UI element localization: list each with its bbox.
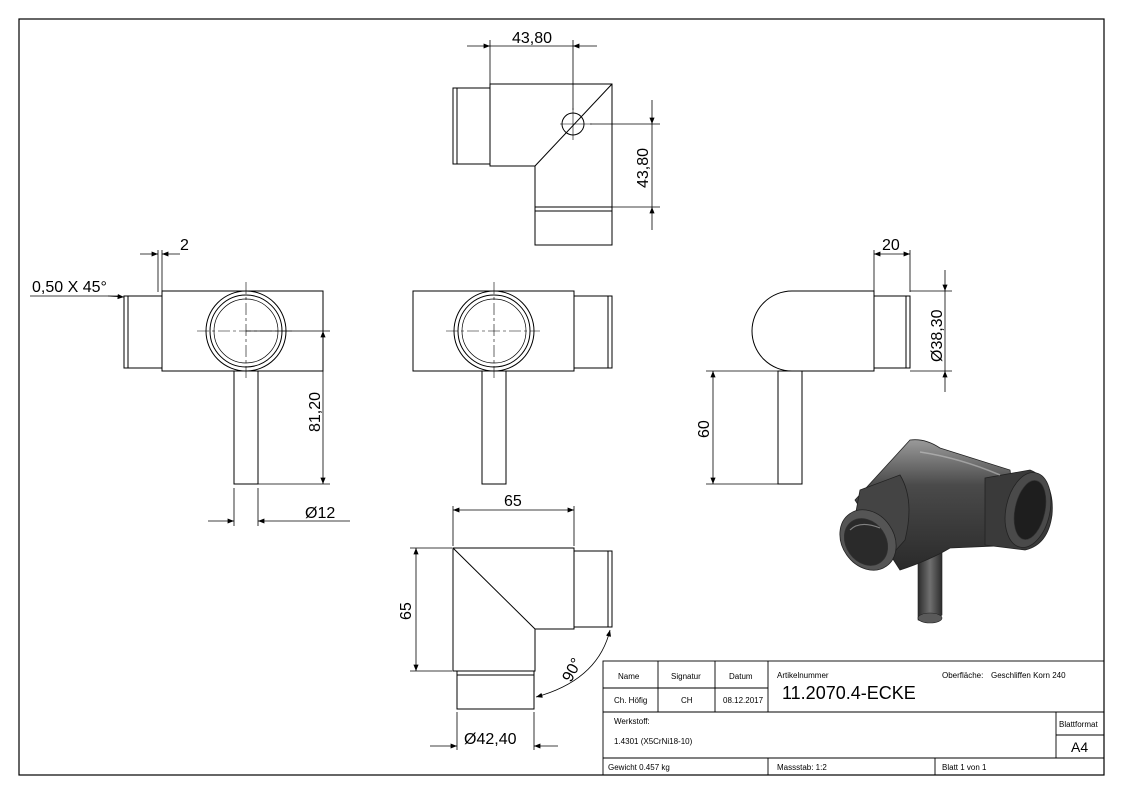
top-view bbox=[452, 83, 613, 246]
material-label: Werkstoff: bbox=[614, 717, 650, 726]
surface-label: Oberfläche: bbox=[942, 671, 983, 680]
material-value: 1.4301 (X5CrNi18-10) bbox=[614, 737, 693, 746]
top-view-dims bbox=[467, 40, 660, 230]
dim-side-post-height: 60 bbox=[696, 420, 713, 438]
surface-value: Geschliffen Korn 240 bbox=[991, 671, 1066, 680]
drawing-date: 08.12.2017 bbox=[723, 696, 764, 705]
drawing-frame bbox=[18, 18, 1105, 776]
dim-chamfer-spec: 0,50 X 45° bbox=[32, 279, 107, 296]
dim-chamfer-width: 2 bbox=[180, 237, 189, 254]
weight: Gewicht 0.457 kg bbox=[608, 763, 670, 772]
dim-bottom-width: 65 bbox=[504, 493, 522, 510]
dim-top-width: 43,80 bbox=[512, 30, 552, 47]
dim-tube-diameter: Ø38,30 bbox=[929, 309, 946, 362]
right-side-view bbox=[751, 290, 911, 485]
scale: Massstab: 1:2 bbox=[777, 763, 827, 772]
bottom-view-dims bbox=[410, 506, 611, 750]
right-side-dims bbox=[706, 250, 952, 485]
left-front-dims bbox=[30, 250, 350, 526]
sheet-format-value: A4 bbox=[1071, 739, 1088, 755]
title-block bbox=[602, 660, 1105, 776]
sheet-number: Blatt 1 von 1 bbox=[942, 763, 987, 772]
name-header: Name bbox=[618, 672, 640, 681]
center-front-view bbox=[412, 282, 613, 485]
dim-bottom-diameter: Ø42,40 bbox=[464, 731, 517, 748]
article-number: 11.2070.4-ECKE bbox=[782, 683, 916, 703]
sheet-format-label: Blattformat bbox=[1059, 720, 1098, 729]
bottom-view bbox=[452, 547, 613, 710]
signature-header: Signatur bbox=[671, 672, 701, 681]
author-name: Ch. Höfig bbox=[614, 696, 647, 705]
dim-top-height: 43,80 bbox=[635, 148, 652, 188]
dim-post-length: 81,20 bbox=[307, 392, 324, 432]
isometric-render[interactable] bbox=[828, 439, 1057, 624]
author-signature: CH bbox=[681, 696, 693, 705]
dim-side-width: 20 bbox=[882, 237, 900, 254]
dim-post-diameter: Ø12 bbox=[305, 505, 335, 522]
dim-angle: 90° bbox=[560, 656, 586, 685]
date-header: Datum bbox=[729, 672, 753, 681]
article-header: Artikelnummer bbox=[777, 671, 829, 680]
left-front-view bbox=[123, 282, 324, 485]
dim-bottom-height: 65 bbox=[398, 602, 415, 620]
